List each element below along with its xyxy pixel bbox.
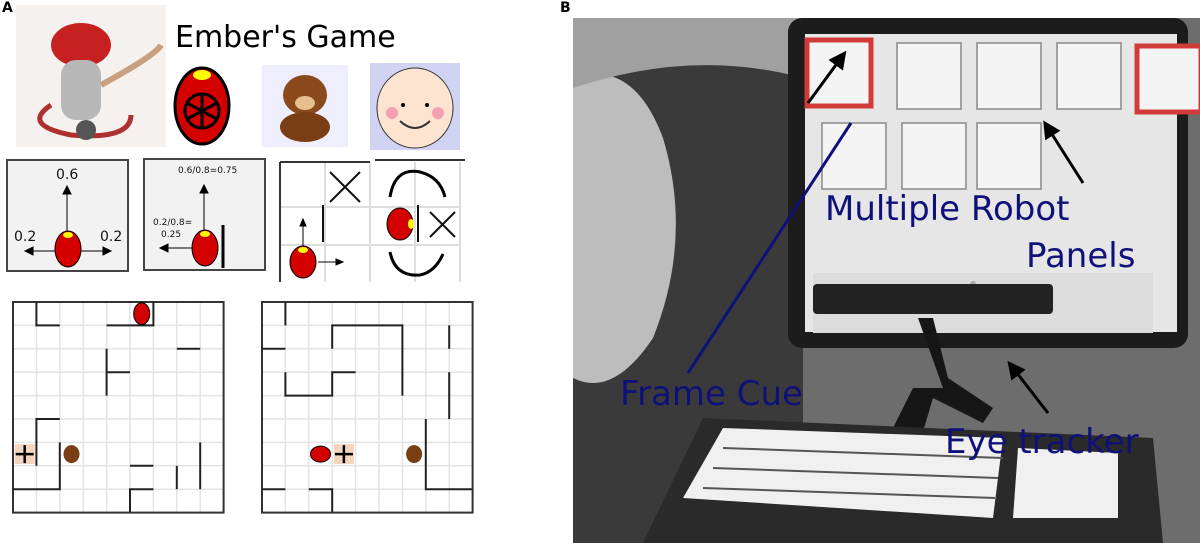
- annotation-arrows: [686, 50, 1085, 414]
- prob-up: 0.6/0.8=0.75: [178, 166, 238, 176]
- firefighter-robot-icon: [16, 5, 166, 147]
- maze-border: [12, 301, 225, 514]
- prob-left-2: 0.25: [161, 230, 182, 240]
- motion-arrows: [158, 183, 225, 268]
- prob-right: 0.2: [100, 229, 123, 245]
- puppy-icon: [406, 445, 423, 464]
- maze-examples: [12, 301, 474, 514]
- motion-arrows: [23, 184, 113, 268]
- puppy-icon: [63, 445, 80, 464]
- robot-panel: [901, 122, 967, 190]
- maze-wall: [284, 371, 356, 397]
- prob-left: 0.2: [14, 229, 37, 245]
- label-eye-tracker: Eye tracker: [945, 422, 1139, 462]
- maze-wall: [13, 442, 61, 491]
- wall-and-turn-diagram: [279, 159, 465, 282]
- robot-panel: [1056, 42, 1122, 110]
- prob-left-1: 0.2/0.8=: [153, 218, 193, 228]
- fire-helmet-icon: [173, 66, 231, 146]
- experiment-photo: [573, 18, 1200, 543]
- baby-face-icon: [370, 63, 460, 150]
- wall-motion-diagram: 0.6/0.8=0.75 0.2/0.8= 0.25: [143, 158, 266, 271]
- baby-icon: [334, 445, 353, 464]
- baby-icon: [15, 445, 34, 464]
- maze-wall: [35, 302, 60, 327]
- robot-icon: [133, 302, 151, 326]
- panel-a-label: A: [0, 0, 15, 16]
- puppy-icon: [262, 65, 348, 147]
- robot-panel: [976, 42, 1042, 110]
- robot-panel: [1134, 43, 1200, 115]
- maze-wall: [35, 418, 60, 466]
- maze-wall: [308, 488, 334, 513]
- label-frame-cue: Frame Cue: [620, 374, 803, 414]
- robot-panel: [821, 122, 887, 190]
- label-panels-2: Panels: [1026, 236, 1136, 276]
- maze-wall: [129, 488, 154, 513]
- panel-b-label: B: [558, 0, 573, 16]
- robot-panel: [896, 42, 962, 110]
- maze-wall: [424, 419, 473, 491]
- game-title: Ember's Game: [175, 20, 396, 55]
- maze-wall: [331, 324, 404, 396]
- robot-panel: [976, 122, 1042, 190]
- robot-panels: [804, 37, 1200, 190]
- robot-icon: [310, 445, 331, 463]
- prob-up: 0.6: [56, 167, 79, 183]
- maze-wall: [106, 302, 155, 327]
- free-motion-diagram: 0.6 0.2 0.2: [6, 159, 129, 272]
- label-panels-1: Multiple Robot: [825, 189, 1070, 229]
- maze-border: [261, 301, 474, 514]
